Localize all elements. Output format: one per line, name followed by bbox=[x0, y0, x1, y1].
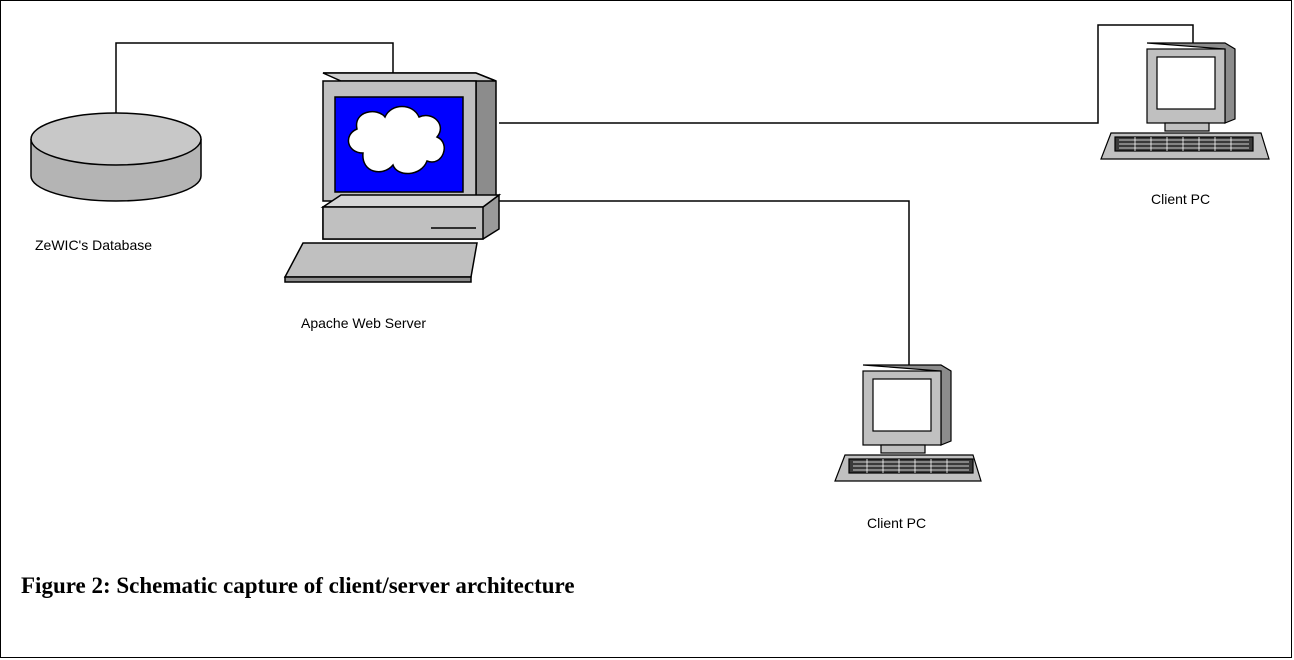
web-server-monitor-icon bbox=[283, 72, 502, 283]
link-database-server bbox=[115, 42, 394, 113]
client-top-label: Client PC bbox=[1151, 191, 1211, 207]
database-cylinder-icon bbox=[30, 112, 202, 202]
desktop-pc-icon bbox=[1100, 42, 1270, 160]
link-server-client-bottom bbox=[499, 200, 910, 365]
figure-caption: Figure 2: Schematic capture of client/se… bbox=[21, 573, 575, 598]
connections bbox=[115, 24, 1194, 365]
server-label: Apache Web Server bbox=[301, 315, 427, 331]
database-label: ZeWIC's Database bbox=[35, 237, 153, 253]
client-bottom-label: Client PC bbox=[867, 515, 927, 531]
desktop-pc-icon bbox=[834, 364, 982, 482]
link-server-client-top bbox=[499, 24, 1194, 124]
